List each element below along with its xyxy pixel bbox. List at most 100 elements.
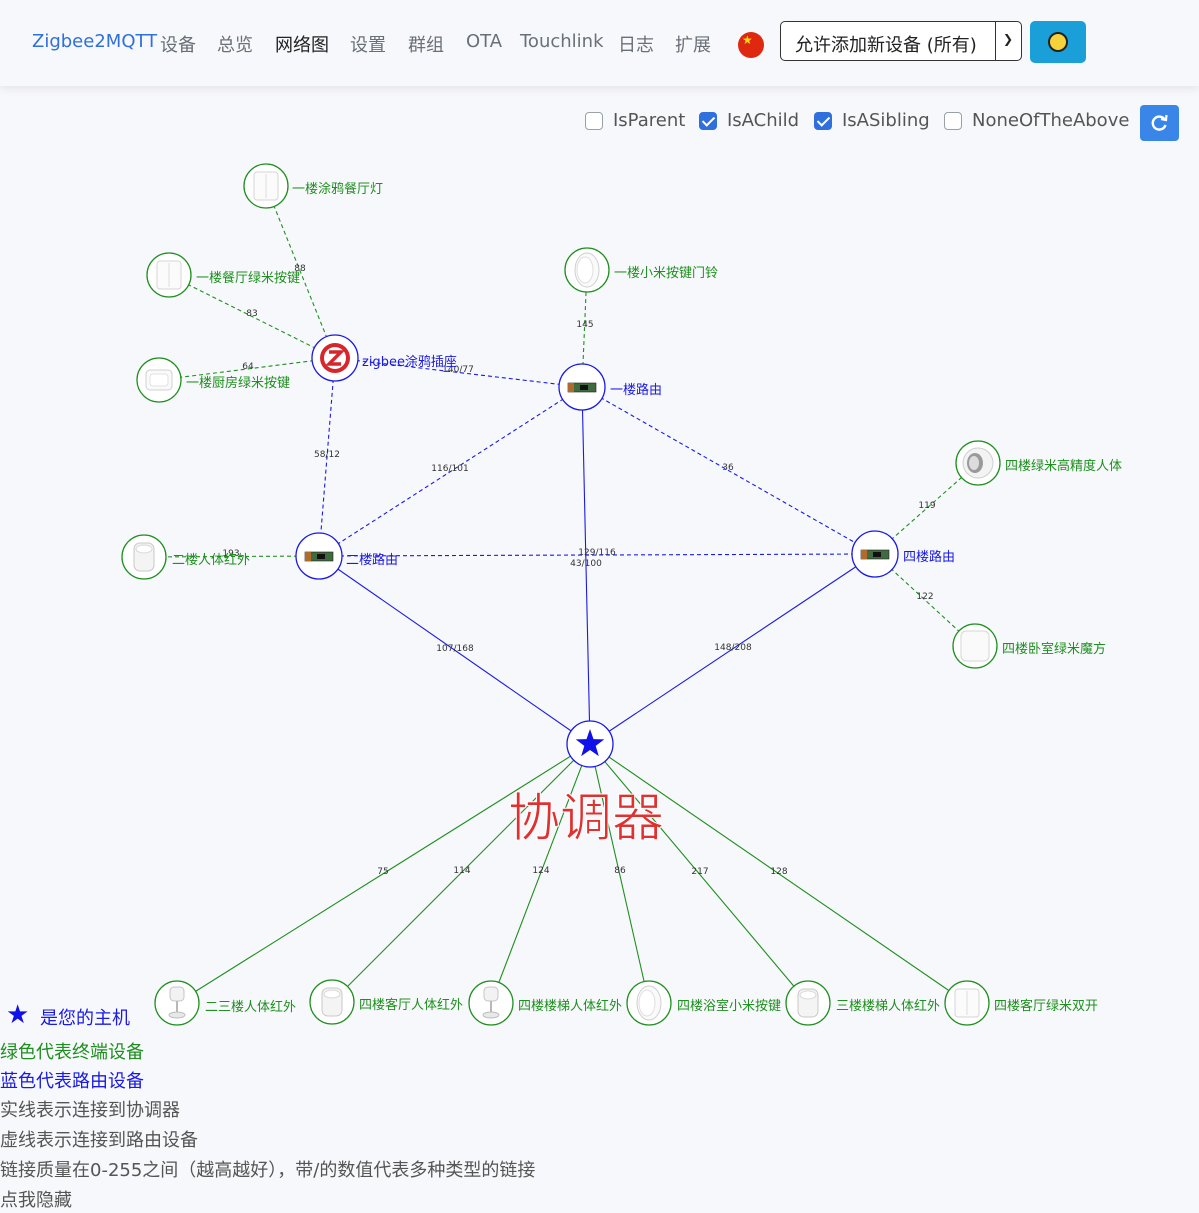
motion-sensor-stand-icon	[482, 986, 500, 1019]
permit-join-label: 允许添加新设备 (所有)	[795, 35, 977, 56]
chevron-down-icon: ❯	[1003, 32, 1014, 46]
link-quality-label: 116/101	[431, 464, 468, 474]
node-label: 四楼绿米高精度人体	[1005, 458, 1122, 474]
link-zplug-e_kitchen_btn	[158, 357, 336, 381]
none-of-the-above-checkbox[interactable]	[944, 112, 962, 130]
square-button-icon	[145, 369, 173, 391]
node-label: 一楼路由	[610, 382, 662, 398]
refresh-button[interactable]	[1140, 105, 1179, 141]
node-label: 一楼小米按键门铃	[614, 266, 718, 281]
nav-extensions[interactable]: 扩展	[675, 35, 711, 56]
node-label: 四楼卧室绿米魔方	[1002, 641, 1106, 657]
refresh-icon	[1151, 114, 1168, 131]
nav-dashboard[interactable]: 总览	[217, 35, 253, 56]
sun-icon	[1048, 32, 1068, 52]
star-icon	[575, 729, 605, 757]
node-coord[interactable]	[566, 720, 614, 768]
link-quality-label: 124	[532, 866, 549, 876]
nav-network-map[interactable]: 网络图	[275, 35, 329, 56]
node-e_pir2[interactable]: 二楼人体红外	[121, 534, 250, 580]
link-zplug-e_tuya_light	[265, 185, 336, 359]
circuit-board-icon	[860, 549, 890, 560]
legend-hide-link[interactable]: 点我隐藏	[0, 1190, 72, 1211]
link-quality-label: 122	[916, 592, 933, 602]
is-a-sibling-checkbox[interactable]	[814, 112, 832, 130]
link-r1-e_doorbell	[581, 269, 588, 388]
permit-join-select[interactable]: 允许添加新设备 (所有) ❯	[780, 21, 1022, 61]
china-flag-icon[interactable]: ★	[738, 32, 764, 58]
is-parent-checkbox[interactable]	[585, 112, 603, 130]
node-e_pir4lr[interactable]: 四楼客厅人体红外	[309, 979, 463, 1025]
node-e_dining_btn[interactable]: 一楼餐厅绿米按键	[146, 252, 300, 298]
node-label: 二三楼人体红外	[205, 999, 296, 1015]
node-e_fp[interactable]: 四楼绿米高精度人体	[955, 440, 1122, 486]
link-quality-label: 83	[246, 309, 257, 319]
nav-settings[interactable]: 设置	[350, 35, 386, 56]
link-quality-label: 193	[222, 549, 239, 559]
switch-panel-icon	[954, 988, 980, 1018]
node-e_double[interactable]: 四楼客厅绿米双开	[944, 980, 1098, 1026]
brand-link[interactable]: Zigbee2MQTT	[32, 31, 158, 52]
link-quality-label: 119	[918, 501, 935, 511]
node-label: zigbee涂鸦插座	[362, 354, 457, 370]
is-a-child-checkbox[interactable]	[699, 112, 717, 130]
link-quality-label: 36	[722, 463, 734, 473]
link-zplug-e_dining_btn	[168, 274, 336, 359]
node-label: 三楼楼梯人体红外	[836, 998, 940, 1014]
nav-groups[interactable]: 群组	[408, 35, 444, 56]
switch-panel-icon	[156, 260, 182, 290]
node-label: 四楼客厅绿米双开	[994, 998, 1098, 1014]
link-coord-e_pir4lr	[331, 743, 591, 1003]
link-r2-e_pir2	[143, 555, 320, 558]
node-e_pir23[interactable]: 二三楼人体红外	[154, 980, 296, 1026]
nav-ota[interactable]: OTA	[466, 31, 503, 52]
node-label: 四楼楼梯人体红外	[518, 998, 622, 1014]
motion-sensor-icon	[133, 542, 155, 572]
coordinator-label: 协调器	[508, 789, 664, 849]
circuit-board-icon	[304, 551, 334, 562]
nav-devices[interactable]: 设备	[160, 35, 196, 56]
oval-button-icon	[636, 985, 662, 1021]
link-quality-label: 75	[377, 867, 388, 877]
is-a-sibling-label: IsASibling	[842, 110, 930, 131]
link-coord-e_pir3st	[589, 743, 809, 1004]
theme-toggle-button[interactable]	[1030, 21, 1086, 63]
link-quality-label: 64	[242, 362, 254, 372]
link-coord-e_pir4st	[490, 743, 591, 1004]
nav-logs[interactable]: 日志	[618, 35, 654, 56]
top-navbar: Zigbee2MQTT 设备 总览 网络图 设置 群组 OTA Touchlin…	[0, 0, 1199, 86]
node-r2[interactable]: 二楼路由	[295, 532, 398, 580]
is-a-child-label: IsAChild	[727, 110, 800, 131]
star-icon: ★	[6, 1000, 30, 1030]
link-quality-label: 129/116	[578, 548, 616, 558]
node-label: 四楼客厅人体红外	[359, 997, 463, 1013]
link-quality-label: 140/77	[442, 365, 474, 375]
node-r4[interactable]: 四楼路由	[851, 530, 955, 578]
nav-touchlink[interactable]: Touchlink	[520, 31, 604, 52]
node-e_cube[interactable]: 四楼卧室绿米魔方	[952, 623, 1106, 669]
permit-join-dropdown-toggle[interactable]: ❯	[995, 22, 1022, 60]
node-zplug[interactable]: zigbee涂鸦插座	[311, 334, 457, 382]
motion-sensor-icon	[321, 987, 343, 1017]
cube-icon	[960, 630, 990, 662]
zigbee-logo-icon	[320, 343, 350, 373]
link-coord-r4	[589, 553, 876, 745]
node-label: 二楼路由	[346, 552, 398, 568]
node-e_bath_btn[interactable]: 四楼浴室小米按键	[626, 980, 781, 1026]
node-label: 一楼厨房绿米按键	[186, 375, 290, 391]
link-coord-e_double	[589, 743, 968, 1004]
node-e_pir4st[interactable]: 四楼楼梯人体红外	[468, 980, 622, 1026]
none-of-the-above-label: NoneOfTheAbove	[972, 110, 1130, 131]
node-e_pir3st[interactable]: 三楼楼梯人体红外	[785, 980, 940, 1026]
node-label: 一楼涂鸦餐厅灯	[292, 181, 383, 197]
node-label: 四楼路由	[903, 549, 955, 565]
link-quality-label: 148/208	[714, 643, 752, 653]
node-e_tuya_light[interactable]: 一楼涂鸦餐厅灯	[243, 163, 383, 209]
node-e_kitchen_btn[interactable]: 一楼厨房绿米按键	[136, 357, 290, 403]
link-quality-label: 86	[614, 866, 626, 876]
node-e_doorbell[interactable]: 一楼小米按键门铃	[564, 247, 718, 293]
node-r1[interactable]: 一楼路由	[558, 363, 662, 411]
